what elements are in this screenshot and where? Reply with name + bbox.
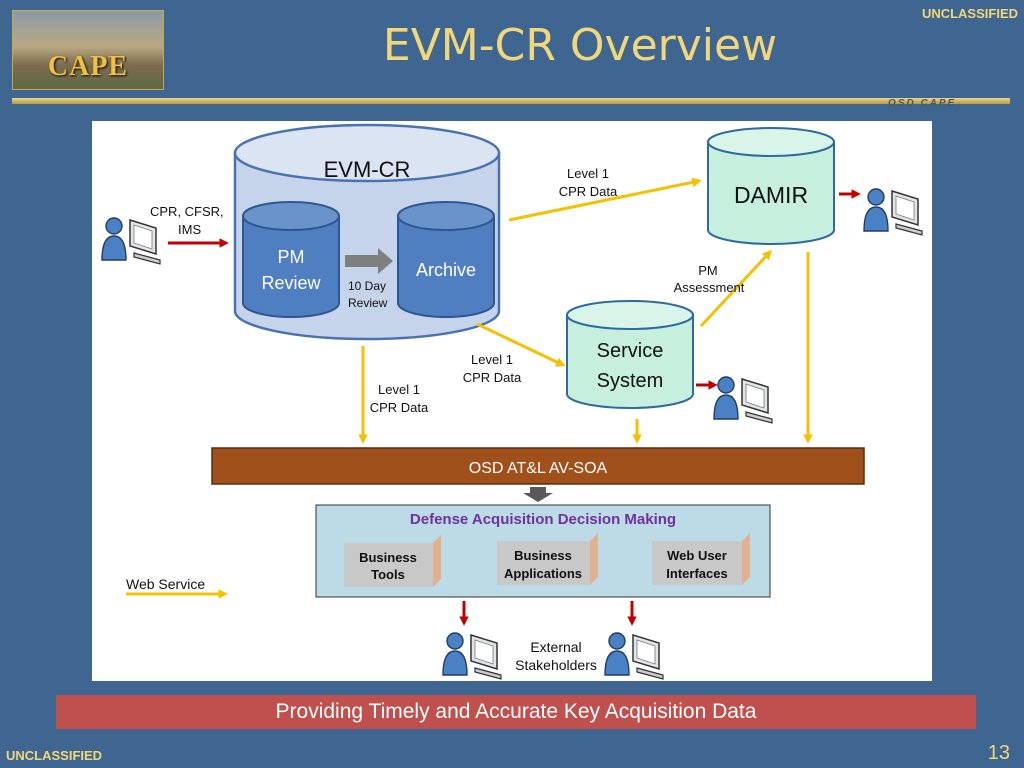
ten-day-line2: Review <box>348 296 388 310</box>
ext-line2: Stakeholders <box>515 657 597 673</box>
damir-label: DAMIR <box>734 182 808 208</box>
web-user-interfaces-box: Web User Interfaces <box>652 533 750 585</box>
tagline-banner: Providing Timely and Accurate Key Acquis… <box>56 695 976 729</box>
damir-cylinder: DAMIR <box>707 127 835 245</box>
classification-bottom: UNCLASSIFIED <box>6 748 103 763</box>
level1-mid-arrow <box>476 322 566 367</box>
level1-left-line2: CPR Data <box>370 400 429 415</box>
tool1-line2: Tools <box>371 567 405 582</box>
archive-label: Archive <box>416 260 476 280</box>
service-line1: Service <box>597 340 664 362</box>
pm-review-line2: Review <box>261 273 321 293</box>
input-line2: IMS <box>178 222 201 237</box>
level1-top-arrow <box>508 177 702 222</box>
ext-line1: External <box>530 639 581 655</box>
classification-top: UNCLASSIFIED <box>921 6 1018 21</box>
pm-review-cylinder: PM Review <box>242 201 340 318</box>
tool3-line1: Web User <box>667 548 727 563</box>
pm-assessment-arrow <box>699 249 772 328</box>
tool3-line2: Interfaces <box>666 566 727 581</box>
level1-top-line2: CPR Data <box>559 184 618 199</box>
ten-day-line1: 10 Day <box>348 279 386 293</box>
tool2-line2: Applications <box>504 566 582 581</box>
page-number: 13 <box>987 742 1010 764</box>
page-title: EVM-CR Overview <box>382 20 778 71</box>
business-tools-box: Business Tools <box>344 535 441 587</box>
level1-top-line1: Level 1 <box>567 166 609 181</box>
pm-assess-line1: PM <box>698 263 718 278</box>
diagram-canvas: EVM-CR PM Review Archive 10 Day Review C… <box>101 123 923 680</box>
level1-left-line1: Level 1 <box>378 382 420 397</box>
tagline-text: Providing Timely and Accurate Key Acquis… <box>275 700 757 723</box>
level1-mid-line1: Level 1 <box>471 352 513 367</box>
damir-user-icon <box>863 188 923 236</box>
pm-review-line1: PM <box>278 247 305 267</box>
rule-tag: OSD CAPE <box>888 98 957 109</box>
ext-user-icon-left <box>442 632 502 680</box>
logo-text: CAPE <box>47 51 129 82</box>
business-applications-box: Business Applications <box>497 533 598 585</box>
soa-down-arrow <box>523 487 553 502</box>
soa-bar <box>211 447 865 485</box>
service-line2: System <box>597 370 664 392</box>
level1-mid-line2: CPR Data <box>463 370 522 385</box>
input-user-icon <box>101 217 161 265</box>
service-system-cylinder: Service System <box>566 300 694 409</box>
legend-label: Web Service <box>126 576 205 592</box>
soa-label: OSD AT&L AV-SOA <box>469 460 608 477</box>
evmcr-label: EVM-CR <box>324 157 411 182</box>
service-user-icon <box>713 376 773 424</box>
cape-logo: CAPE <box>12 10 164 90</box>
tool2-line1: Business <box>514 548 572 563</box>
input-line1: CPR, CFSR, <box>150 204 224 219</box>
tool1-line1: Business <box>359 550 417 565</box>
diagram-panel: EVM-CR PM Review Archive 10 Day Review C… <box>92 121 932 681</box>
pm-assess-line2: Assessment <box>674 280 745 295</box>
ext-user-icon-right <box>604 632 664 680</box>
title-rule <box>12 98 1010 104</box>
ten-day-arrow <box>345 248 393 274</box>
decision-title: Defense Acquisition Decision Making <box>410 511 676 528</box>
archive-cylinder: Archive <box>397 201 495 318</box>
